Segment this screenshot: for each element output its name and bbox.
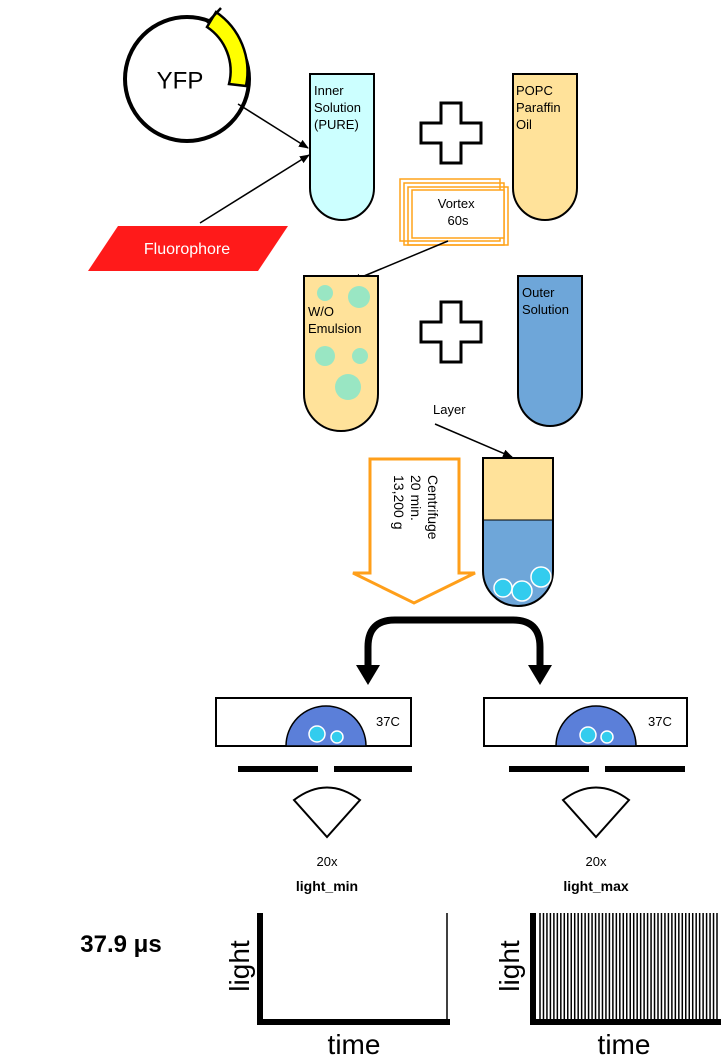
microscope-right: 37C 20x light_max — [483, 697, 688, 894]
layered-tube-outline — [482, 457, 554, 607]
oil-tube-label: POPC Paraffin Oil — [516, 83, 564, 132]
vesicle — [600, 730, 614, 744]
layered-droplet — [493, 578, 513, 598]
temperature-label: 37C — [648, 714, 672, 729]
centrifuge-arrow — [352, 457, 476, 605]
centrifuge-label: Centrifuge 20 min. 13,200 g — [391, 475, 441, 543]
layer-label: Layer — [433, 402, 466, 417]
arrow-layer — [434, 423, 513, 458]
plus-icon — [419, 101, 483, 165]
objective-lens — [292, 786, 362, 839]
temperature-label: 37C — [376, 714, 400, 729]
emulsion-droplet — [335, 374, 361, 400]
split-arrow-path — [364, 616, 544, 672]
outer-tube-label: Outer Solution — [522, 285, 569, 317]
emulsion-droplet — [317, 285, 333, 301]
plasmid-tick — [206, 7, 222, 24]
yfp-insert-segment — [205, 10, 249, 88]
split-arrow — [356, 616, 552, 685]
emulsion-tube: W/O Emulsion — [303, 275, 379, 432]
arrow-plasmid-to-inner — [237, 103, 309, 149]
channel-label: light_max — [563, 878, 629, 894]
magnification-label: 20x — [586, 854, 607, 869]
channel-label: light_min — [296, 878, 358, 894]
inner-tube-body — [309, 73, 375, 221]
split-arrow-head-right — [528, 665, 552, 685]
plasmid-circle — [123, 15, 251, 143]
layered-tube — [482, 457, 554, 607]
plasmid-label: YFP — [157, 67, 204, 94]
vesicle — [330, 730, 344, 744]
emulsion-droplet — [315, 346, 335, 366]
plot-light-min: light time — [224, 913, 450, 1060]
fluorophore-parallelogram — [88, 226, 288, 271]
layered-tube-top — [483, 458, 553, 520]
magnification-label: 20x — [317, 854, 338, 869]
microscope-left: 37C 20x light_min — [215, 697, 412, 894]
x-axis-label: time — [598, 1029, 651, 1060]
split-arrow-head-left — [356, 665, 380, 685]
inner-solution-tube: Inner Solution (PURE) — [309, 73, 375, 221]
y-axis-label: light — [494, 940, 525, 992]
plus-icon — [419, 300, 483, 364]
sample-drop — [555, 705, 637, 747]
y-axis-label: light — [224, 940, 255, 992]
vortex-box — [411, 189, 505, 239]
layered-droplet — [530, 566, 552, 588]
oil-tube: POPC Paraffin Oil — [512, 73, 578, 221]
outer-tube-body — [517, 275, 583, 427]
emulsion-droplet — [352, 348, 368, 364]
vesicle — [579, 726, 597, 744]
timing-label: 37.9 μs — [80, 931, 161, 958]
oil-tube-body — [512, 73, 578, 221]
centrifuge-step: Centrifuge 20 min. 13,200 g — [352, 457, 476, 605]
vesicle — [308, 725, 326, 743]
vortex-step: Vortex 60s — [399, 178, 509, 246]
inner-tube-label: Inner Solution (PURE) — [314, 83, 365, 132]
fluorophore-label: Fluorophore — [144, 241, 230, 258]
vortex-label: Vortex 60s — [438, 196, 478, 228]
vortex-frame — [407, 186, 509, 246]
plot-light-max: light time — [494, 913, 721, 1060]
arrow-vortex-to-emulsion — [351, 240, 449, 282]
emulsion-droplet — [348, 286, 370, 308]
fluorophore: Fluorophore — [88, 226, 288, 271]
pulse-group — [539, 913, 718, 1022]
x-axis-label: time — [328, 1029, 381, 1060]
yfp-plasmid: YFP — [123, 7, 251, 143]
outer-solution-tube: Outer Solution — [517, 275, 583, 427]
sample-drop — [285, 705, 367, 747]
layered-droplet — [511, 580, 533, 602]
emulsion-tube-label: W/O Emulsion — [308, 304, 361, 336]
arrow-fluorophore-to-inner — [199, 154, 310, 224]
objective-lens — [561, 786, 631, 839]
